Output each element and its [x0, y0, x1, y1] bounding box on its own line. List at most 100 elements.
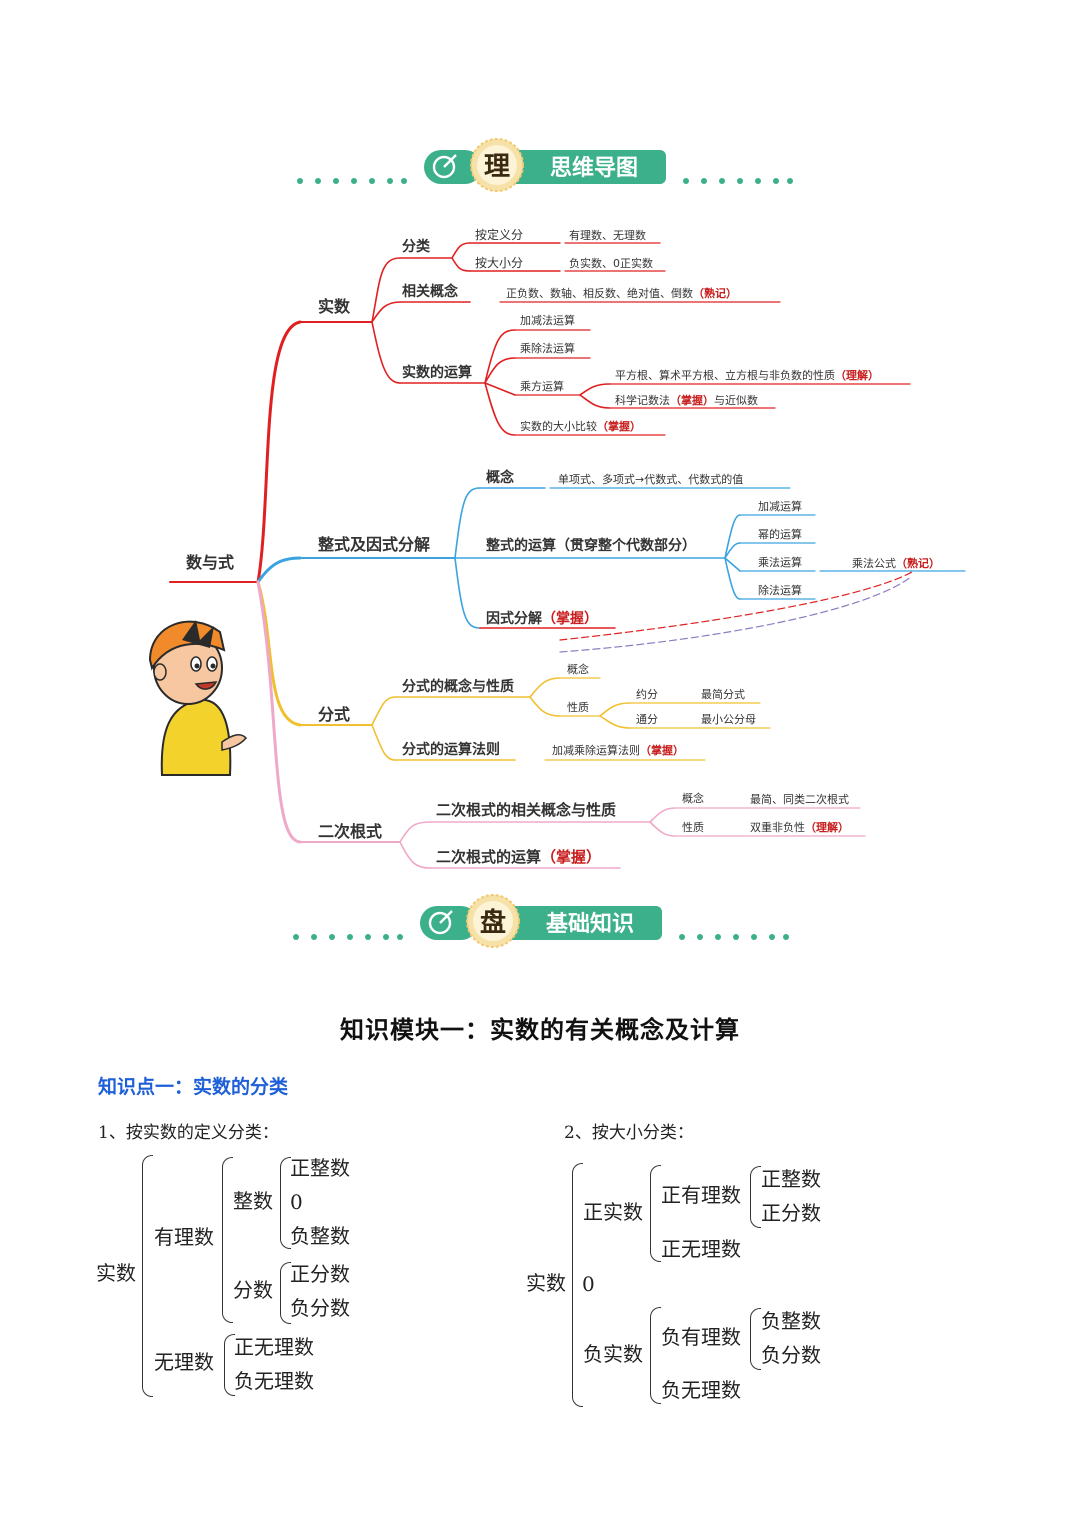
cls1-neg-frac: 负分数: [290, 1296, 350, 1320]
mm-poly-op-pow: 幂的运算: [758, 527, 802, 541]
mm-radical-nature: 性质: [682, 820, 704, 834]
mm-real-op-add: 加减法运算: [520, 313, 575, 327]
cls2-brace-neg-rat: [750, 1308, 761, 1370]
cls2-neg-frac: 负分数: [761, 1343, 821, 1367]
cls1-pos-irr: 正无理数: [234, 1335, 314, 1359]
mm-real-op-pow: 乘方运算: [520, 379, 564, 393]
mm-real-op-pow-b1: 科学记数法: [615, 393, 670, 407]
cls1-pos-int: 正整数: [290, 1156, 350, 1180]
target-icon: [432, 155, 456, 179]
mm-real-ops: 实数的运算: [402, 364, 472, 381]
mm-radical-concept: 概念: [682, 791, 704, 805]
cls1-integer: 整数: [233, 1189, 273, 1213]
target-icon: [428, 911, 452, 935]
cls1-pos-frac: 正分数: [290, 1262, 350, 1286]
mm-real-concepts-note: （熟记）: [693, 286, 737, 300]
knowledge-point-title: 知识点一：实数的分类: [98, 1076, 289, 1098]
cls2-brace-positive: [650, 1165, 661, 1262]
mm-real-op-cmp-line: 实数的大小比较（掌握）: [520, 419, 641, 433]
mm-frac-reduce-res: 最简分式: [701, 687, 745, 701]
banner-title: 基础知识: [546, 911, 634, 937]
mm-poly-ops: 整式的运算（贯穿整个代数部分）: [485, 537, 696, 554]
mm-poly-formula-note: （熟记）: [896, 556, 940, 570]
mm-poly-factor: 因式分解: [486, 610, 542, 627]
mm-real-op-mul: 乘除法运算: [520, 341, 575, 355]
mindmap-banner: 理 思维导图: [297, 138, 793, 192]
mm-poly-op-mul: 乘法运算: [758, 555, 802, 569]
banner-char: 理: [484, 152, 510, 182]
mm-poly-formula-line: 乘法公式（熟记）: [852, 556, 940, 570]
mm-frac-reduce: 约分: [636, 688, 658, 701]
mm-frac-rule-items: 加减乘除运算法则: [552, 743, 640, 757]
mm-real-op-cmp-note: （掌握）: [597, 419, 641, 433]
mm-frac-common: 通分: [636, 713, 658, 726]
mm-radical-nature-note: （理解）: [805, 820, 849, 834]
mm-frac-common-res: 最小公分母: [701, 713, 756, 726]
mm-real-op-cmp: 实数的大小比较: [520, 419, 597, 433]
cls2-neg-rat: 负有理数: [661, 1325, 741, 1349]
cls2-zero: 0: [582, 1272, 595, 1296]
classification-by-definition-title: 1、按实数的定义分类：: [98, 1123, 279, 1143]
mm-poly-op-div: 除法运算: [758, 583, 802, 597]
mm-frac-rule-line: 加减乘除运算法则（掌握）: [552, 743, 684, 757]
cls1-rational: 有理数: [154, 1225, 214, 1249]
mm-real-op-pow-b2: 与近似数: [714, 394, 758, 407]
mm-real-op-pow-a: 平方根、算术平方根、立方根与非负数的性质: [615, 368, 835, 382]
mm-real-op-pow-a-note: （理解）: [835, 368, 879, 382]
cls2-pos-irr: 正无理数: [661, 1237, 741, 1261]
mm-frac-prop: 分式的概念与性质: [402, 678, 514, 695]
mm-real-by-size-items: 负实数、0正实数: [569, 256, 653, 270]
cls1-neg-int: 负整数: [290, 1224, 350, 1248]
mm-poly-concept: 概念: [486, 469, 515, 486]
cls2-negative: 负实数: [583, 1342, 643, 1366]
cls2-positive: 正实数: [583, 1200, 643, 1224]
mm-real-by-size: 按大小分: [475, 256, 523, 270]
mm-frac-rule-note: （掌握）: [640, 743, 684, 757]
mm-frac-rule: 分式的运算法则: [402, 741, 500, 758]
cls2-real: 实数: [526, 1271, 566, 1295]
cls1-brace-real: [142, 1155, 153, 1397]
cls2-pos-rat: 正有理数: [661, 1183, 741, 1207]
mm-radical-ops-note: （掌握）: [541, 848, 601, 866]
mm-real-concepts-line: 正负数、数轴、相反数、绝对值、倒数（熟记）: [506, 286, 737, 300]
cartoon-boy-illustration: [148, 620, 248, 776]
mm-poly: 整式及因式分解: [317, 535, 430, 554]
mm-poly-op-add: 加减运算: [758, 499, 802, 513]
cls1-zero: 0: [290, 1190, 303, 1214]
mm-radical: 二次根式: [318, 822, 382, 841]
cls1-real: 实数: [96, 1261, 136, 1285]
mm-real: 实数: [318, 297, 351, 316]
cls2-brace-pos-rat: [750, 1166, 761, 1228]
mm-radical-concept-items: 最简、同类二次根式: [750, 792, 849, 806]
mm-poly-factor-note: （掌握）: [542, 610, 598, 627]
mm-poly-factor-line: 因式分解（掌握）: [486, 610, 598, 627]
cls2-pos-frac: 正分数: [761, 1201, 821, 1225]
mm-real-by-def-items: 有理数、无理数: [569, 228, 646, 242]
mm-radical-ops-line: 二次根式的运算（掌握）: [436, 848, 601, 866]
mm-radical-prop: 二次根式的相关概念与性质: [436, 801, 616, 819]
cls1-fraction: 分数: [233, 1278, 273, 1302]
knowledge-banner: 盘 基础知识: [293, 894, 789, 948]
mm-real-classify: 分类: [402, 238, 431, 255]
module-title: 知识模块一：实数的有关概念及计算: [340, 1015, 740, 1044]
cls2-neg-irr: 负无理数: [661, 1378, 741, 1402]
cls1-brace-rational: [222, 1157, 233, 1323]
banner-char: 盘: [480, 907, 506, 938]
banner-title: 思维导图: [550, 155, 638, 181]
mm-real-concepts-items: 正负数、数轴、相反数、绝对值、倒数: [506, 286, 693, 300]
cls2-pos-int: 正整数: [761, 1167, 821, 1191]
mm-real-concepts: 相关概念: [402, 283, 459, 300]
mm-frac: 分式: [318, 705, 350, 724]
cls2-brace-negative: [650, 1307, 661, 1404]
mm-real-op-pow-b-line: 科学记数法（掌握）与近似数: [615, 393, 758, 407]
cls1-irrational: 无理数: [154, 1350, 214, 1374]
mm-radical-ops: 二次根式的运算: [436, 848, 541, 866]
mm-real-op-pow-a-line: 平方根、算术平方根、立方根与非负数的性质（理解）: [615, 368, 879, 382]
mm-radical-nature-line: 双重非负性（理解）: [750, 820, 849, 834]
mm-frac-concept: 概念: [567, 662, 589, 676]
cls2-neg-int: 负整数: [761, 1309, 821, 1333]
mm-real-by-def: 按定义分: [475, 227, 523, 242]
mind-map: 理 思维导图: [148, 138, 966, 948]
mm-poly-concept-items: 单项式、多项式→代数式、代数式的值: [558, 472, 743, 486]
mm-poly-formula: 乘法公式: [852, 556, 896, 570]
